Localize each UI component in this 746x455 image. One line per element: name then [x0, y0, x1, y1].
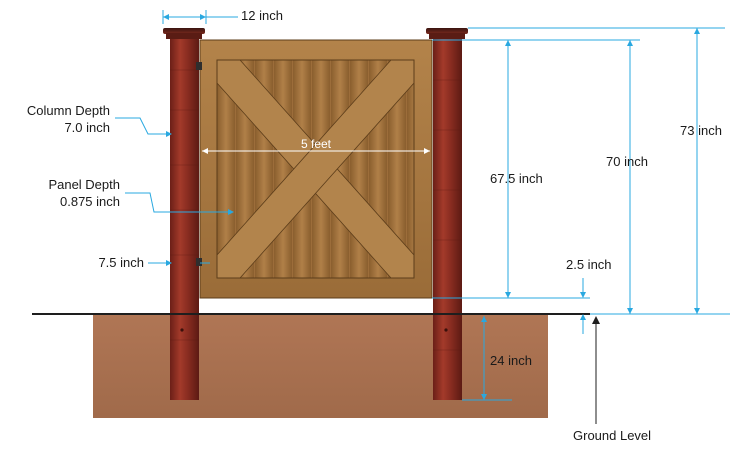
column-depth-label-line2: 7.0 inch — [64, 120, 110, 135]
soil-block — [93, 314, 548, 418]
right-post-cap — [426, 28, 468, 39]
column-depth-label-line1: Column Depth — [26, 103, 110, 118]
rail-height-label: 7.5 inch — [98, 255, 144, 270]
gate-planks — [217, 60, 414, 278]
post-depth-label: 24 inch — [490, 353, 532, 368]
right-post — [433, 38, 462, 400]
gate-panel — [196, 39, 433, 299]
gate-width-arrowheads — [202, 148, 430, 154]
dimension-arrowheads — [163, 14, 700, 400]
panel-depth-label-line2: 0.875 inch — [60, 194, 120, 209]
ground-gap-label: 2.5 inch — [566, 257, 612, 272]
panel-depth-label-line1: Panel Depth — [48, 177, 120, 192]
ground-level-arrowhead — [592, 316, 600, 324]
post-total-height-label: 73 inch — [680, 123, 722, 138]
ground-level-label: Ground Level — [573, 428, 652, 443]
dimension-lines — [115, 10, 730, 424]
left-post — [170, 38, 199, 400]
gate-width-label: 5 feet — [300, 137, 332, 151]
post-above-ground-label: 70 inch — [606, 154, 648, 169]
left-post-cap — [163, 28, 205, 39]
post-width-label: 12 inch — [241, 8, 283, 23]
gate-height-label: 67.5 inch — [490, 171, 543, 186]
